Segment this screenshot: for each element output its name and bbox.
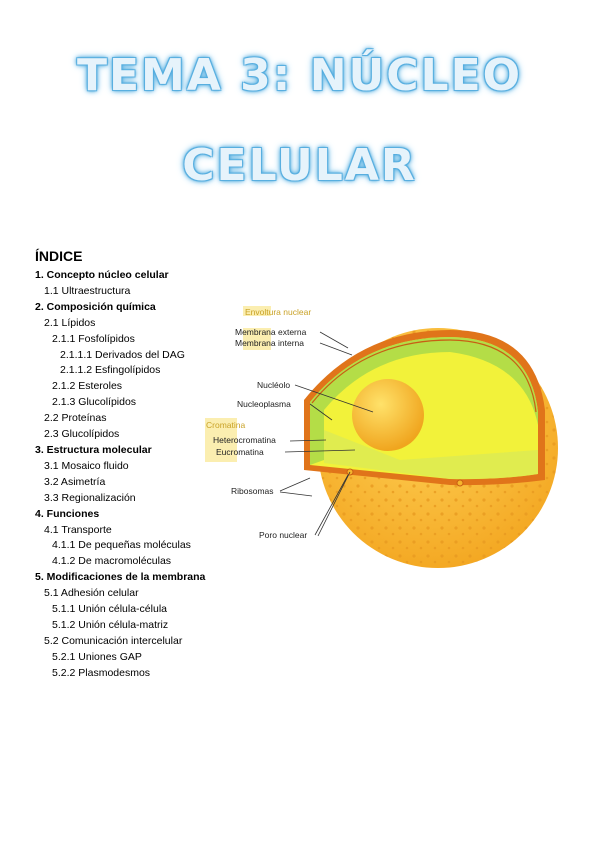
toc-item: 5.1.1 Unión célula-célula — [52, 603, 167, 616]
label-nucleoplasma: Nucleoplasma — [237, 399, 291, 409]
toc-item: 5. Modificaciones de la membrana — [35, 571, 206, 584]
toc-item: 1. Concepto núcleo celular — [35, 269, 169, 281]
label-membrana-externa: Membrana externa — [235, 327, 307, 337]
toc-item: 3.2 Asimetría — [44, 475, 106, 488]
table-of-contents: 1. Concepto núcleo celular 1.1 Ultraestru… — [35, 268, 205, 682]
toc-item: 2.1.2 Esteroles — [52, 380, 123, 393]
toc-item: 3. Estructura molecular — [35, 443, 152, 456]
envoltura-highlight — [243, 306, 271, 316]
index-heading: ÍNDICE — [35, 248, 83, 264]
toc-item: 5.2.2 Plasmodesmos — [52, 666, 151, 679]
nucleolus — [352, 379, 424, 451]
toc-item: 4.1.1 De pequeñas moléculas — [52, 539, 191, 552]
membrana-highlight — [243, 328, 271, 350]
label-heterocromatina: Heterocromatina — [213, 435, 276, 445]
toc-item: 5.1 Adhesión celular — [44, 587, 139, 600]
euchromatin — [324, 430, 538, 480]
nucleus-diagram: Envoltura nuclear Membrana externa Membr… — [205, 306, 558, 568]
title-line-1: TEMA 3: NÚCLEO — [76, 50, 523, 101]
toc-item: 3.1 Mosaico fluido — [44, 459, 129, 472]
toc-item: 4. Funciones — [35, 507, 100, 520]
nuclear-pore — [456, 479, 464, 487]
label-nucleolo: Nucléolo — [257, 380, 290, 390]
label-membrana-interna: Membrana interna — [235, 338, 304, 348]
toc-item: 2.1.3 Glucolípidos — [52, 396, 137, 409]
toc-item: 2.3 Glucolípidos — [44, 428, 120, 441]
toc-item: 4.1 Transporte — [44, 523, 112, 536]
title-line-2: CELULAR — [182, 140, 417, 191]
inner-membrane — [311, 339, 537, 413]
toc-item: 2.1.1.2 Esfingolípidos — [60, 364, 161, 377]
toc-item: 2.1.1 Fosfolípidos — [52, 332, 135, 345]
toc-item: 5.1.2 Unión célula-matriz — [52, 618, 169, 631]
cromatina-highlight — [205, 418, 237, 462]
leader-lines — [279, 331, 374, 537]
label-envoltura: Envoltura nuclear — [245, 307, 311, 317]
toc-item: 1.1 Ultraestructura — [44, 284, 131, 297]
toc-item: 3.3 Regionalización — [44, 491, 136, 504]
toc-item: 2.1 Lípidos — [44, 316, 96, 329]
heterochromatin — [310, 337, 538, 465]
toc-item: 4.1.2 De macromoléculas — [52, 555, 172, 568]
toc-item: 5.2 Comunicación intercelular — [44, 634, 183, 647]
label-poro-nuclear: Poro nuclear — [259, 530, 307, 540]
toc-item: 2.2 Proteínas — [44, 412, 107, 425]
toc-item: 2. Composición química — [35, 300, 156, 313]
toc-item: 2.1.1.1 Derivados del DAG — [60, 348, 185, 361]
label-cromatina: Cromatina — [206, 420, 245, 430]
toc-item: 5.2.1 Uniones GAP — [52, 650, 142, 663]
label-eucromatina: Eucromatina — [216, 447, 264, 457]
label-ribosomas: Ribosomas — [231, 486, 274, 496]
